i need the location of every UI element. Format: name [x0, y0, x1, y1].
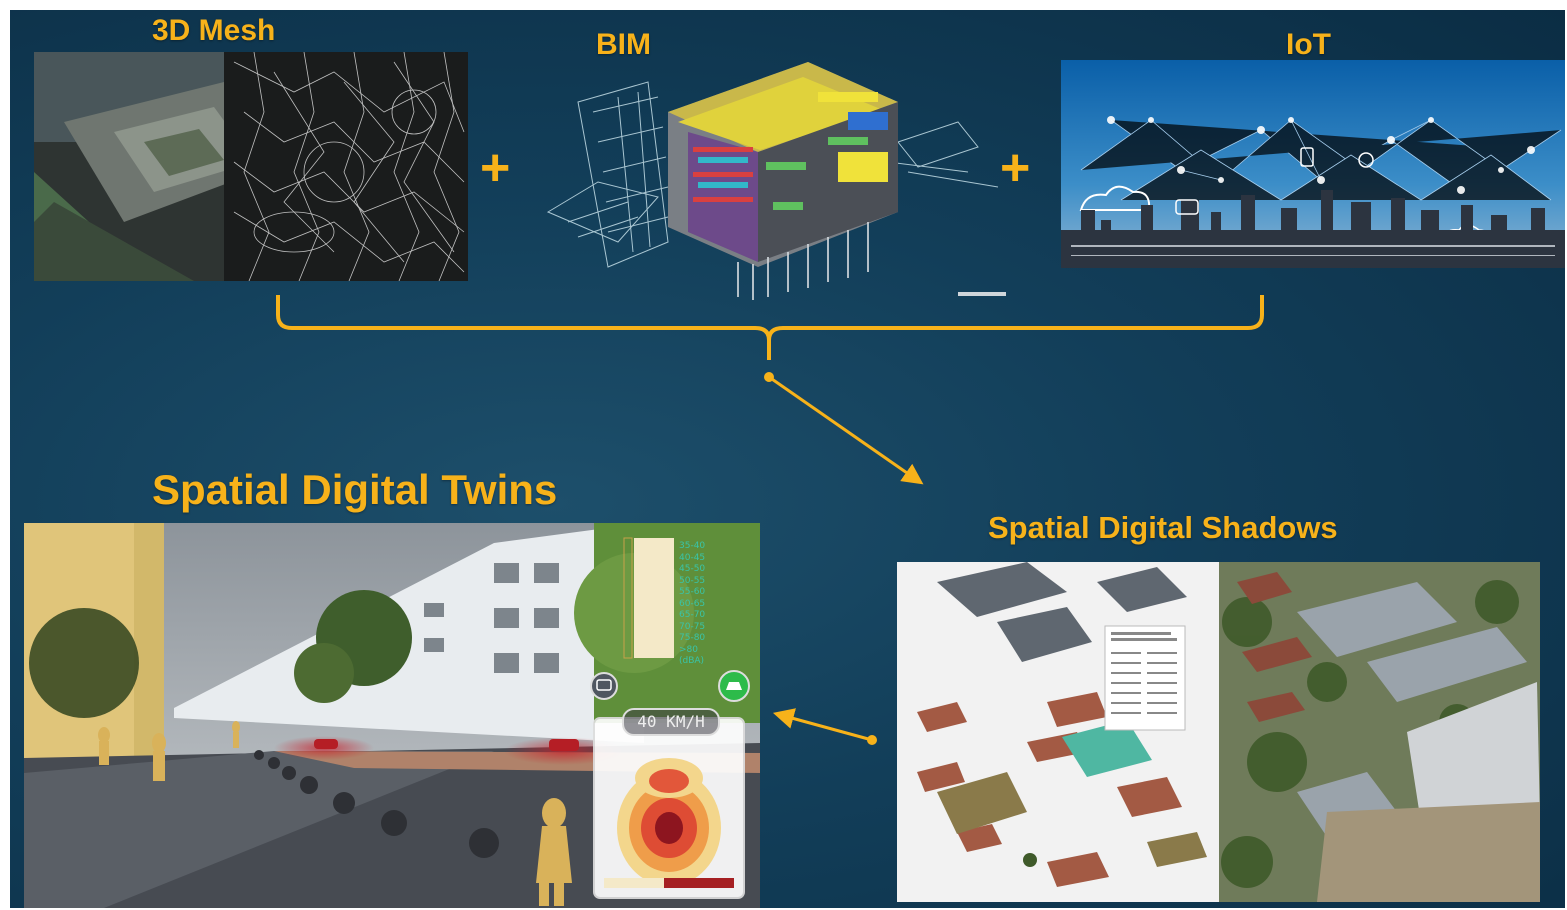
merge-bracket	[276, 295, 1264, 360]
iot-city-image	[1061, 60, 1565, 268]
bus-icon	[590, 672, 618, 700]
arrow-to-twins	[772, 708, 873, 742]
title-iot: IoT	[1286, 28, 1331, 61]
title-spatial-digital-shadows: Spatial Digital Shadows	[988, 510, 1338, 545]
noise-legend-label: 55-60	[679, 587, 706, 597]
mesh-image	[34, 52, 468, 281]
title-bim: BIM	[596, 28, 651, 61]
noise-legend-label: 45-50	[679, 564, 706, 574]
plus-sign: +	[1000, 139, 1031, 197]
noise-legend-label: 40-45	[679, 552, 706, 563]
noise-legend-label: 75-80	[679, 633, 706, 643]
digital-shadow-city-image	[897, 562, 1540, 902]
arrow-to-shadows	[768, 375, 924, 485]
noise-legend-label: 35-40	[679, 541, 706, 551]
bim-model-image	[538, 52, 1008, 302]
noise-legend-label: >80	[679, 644, 698, 655]
plus-sign: +	[480, 139, 511, 197]
noise-legend-label: 60-65	[679, 598, 706, 609]
title-3d-mesh: 3D Mesh	[152, 14, 276, 47]
noise-legend-label: (dBA)	[679, 656, 705, 666]
diagram-canvas: 3D Mesh BIM IoT Spatial Digital Twins Sp…	[10, 10, 1565, 908]
noise-legend-label: 70-75	[679, 621, 706, 632]
connector-dot	[764, 372, 774, 382]
speed-display: 40 KM/H	[622, 708, 720, 736]
noise-legend-label: 50-55	[679, 575, 706, 586]
title-spatial-digital-twins: Spatial Digital Twins	[152, 466, 558, 513]
connector-dot	[867, 735, 877, 745]
noise-legend-label: 65-70	[679, 610, 706, 620]
